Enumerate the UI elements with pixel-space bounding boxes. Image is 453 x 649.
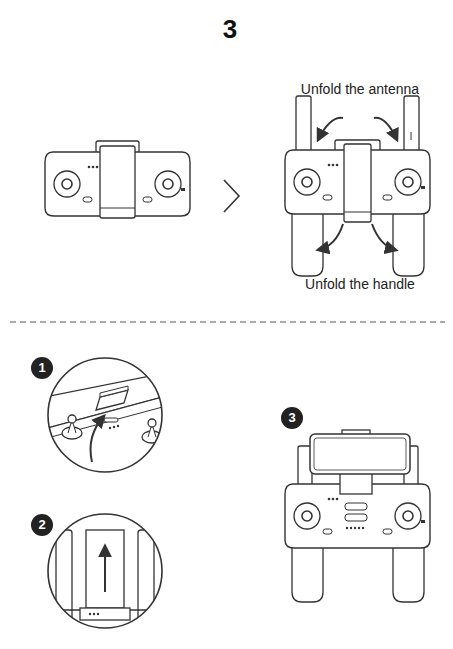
callout-number: 2	[31, 517, 53, 533]
step-number: 3	[200, 14, 260, 45]
callout-number: 1	[31, 360, 53, 376]
instruction-label: Unfold the antenna	[275, 81, 445, 98]
callout-number: 3	[281, 410, 303, 426]
instruction-label: Unfold the handle	[275, 276, 445, 293]
